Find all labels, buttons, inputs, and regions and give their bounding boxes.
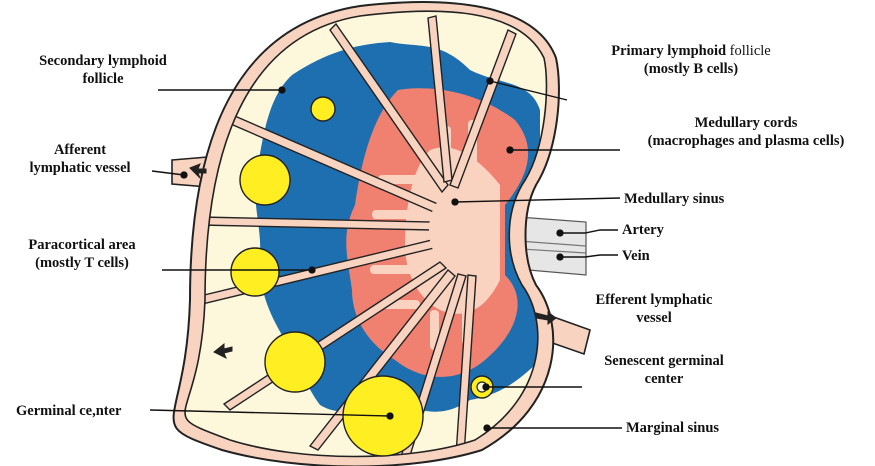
label-cords-line2: (macrophages and plasma cells) <box>618 132 874 150</box>
label-germinal-center: Germinal ce,nter <box>16 402 122 420</box>
label-afferent-vessel: Afferent lymphatic vessel <box>10 141 150 177</box>
label-efferent-vessel: Efferent lymphatic vessel <box>574 291 734 327</box>
label-efferent-line2: vessel <box>574 309 734 327</box>
label-senescent-line1: Senescent germinal <box>584 352 744 370</box>
label-secondary-line1: Secondary lymphoid <box>12 52 194 70</box>
germinal-center-3 <box>265 332 325 392</box>
label-artery: Artery <box>622 221 664 239</box>
label-cords-line1: Medullary cords <box>618 114 874 132</box>
label-medullary-cords: Medullary cords (macrophages and plasma … <box>618 114 874 150</box>
label-primary-follicle: Primary lymphoid follicle (mostly B cell… <box>570 42 812 78</box>
label-marginal-sinus: Marginal sinus <box>626 419 719 437</box>
germinal-center-small <box>311 97 335 121</box>
label-primary-normal: follicle <box>726 43 771 59</box>
label-afferent-line1: Afferent <box>10 141 150 159</box>
label-primary-line2: (mostly B cells) <box>570 60 812 78</box>
label-afferent-line2: lymphatic vessel <box>10 159 150 177</box>
label-efferent-line1: Efferent lymphatic <box>574 291 734 309</box>
label-vein: Vein <box>622 247 650 265</box>
germinal-center-1 <box>240 155 290 205</box>
label-paracortical-line2: (mostly T cells) <box>4 254 160 272</box>
label-paracortical-line1: Paracortical area <box>4 236 160 254</box>
label-primary-bold: Primary lymphoid <box>611 43 726 59</box>
germinal-center-2 <box>231 248 279 296</box>
label-secondary-line2: follicle <box>12 70 194 88</box>
label-secondary-follicle: Secondary lymphoid follicle <box>12 52 194 88</box>
label-medullary-sinus: Medullary sinus <box>624 190 724 208</box>
label-paracortical-area: Paracortical area (mostly T cells) <box>4 236 160 272</box>
label-senescent-center: Senescent germinal center <box>584 352 744 388</box>
label-primary-line1: Primary lymphoid follicle <box>570 42 812 60</box>
label-senescent-line2: center <box>584 370 744 388</box>
